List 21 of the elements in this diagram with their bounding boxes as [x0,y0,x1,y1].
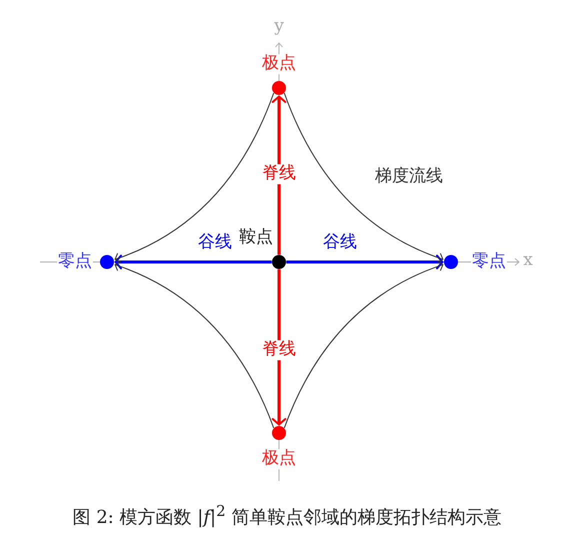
arrow [272,269,286,426]
arrow [286,254,444,270]
figure-caption: 图 2: 模方函数 |f|$^{2}$ 简单鞍点邻域的梯度拓扑结构示意 [72,503,502,529]
edge-label: 脊线 [261,164,297,184]
arrow [272,96,286,255]
point-label: 零点 [471,252,507,272]
point-label: 极点 [261,54,297,74]
dot-icon [272,426,286,440]
curved-arrow [114,261,274,428]
dot-icon [272,255,286,269]
curved-arrow [114,92,274,263]
curved-arrow [284,92,444,263]
point-label: 零点 [57,252,93,272]
point-label: 鞍点 [238,228,274,248]
arrow [114,254,272,270]
dot-icon [100,255,114,269]
curved-arrow [284,261,444,428]
dot-icon [272,81,286,95]
point-label: 极点 [261,449,297,469]
edge-label: 脊线 [261,340,297,360]
dot-icon [444,255,458,269]
